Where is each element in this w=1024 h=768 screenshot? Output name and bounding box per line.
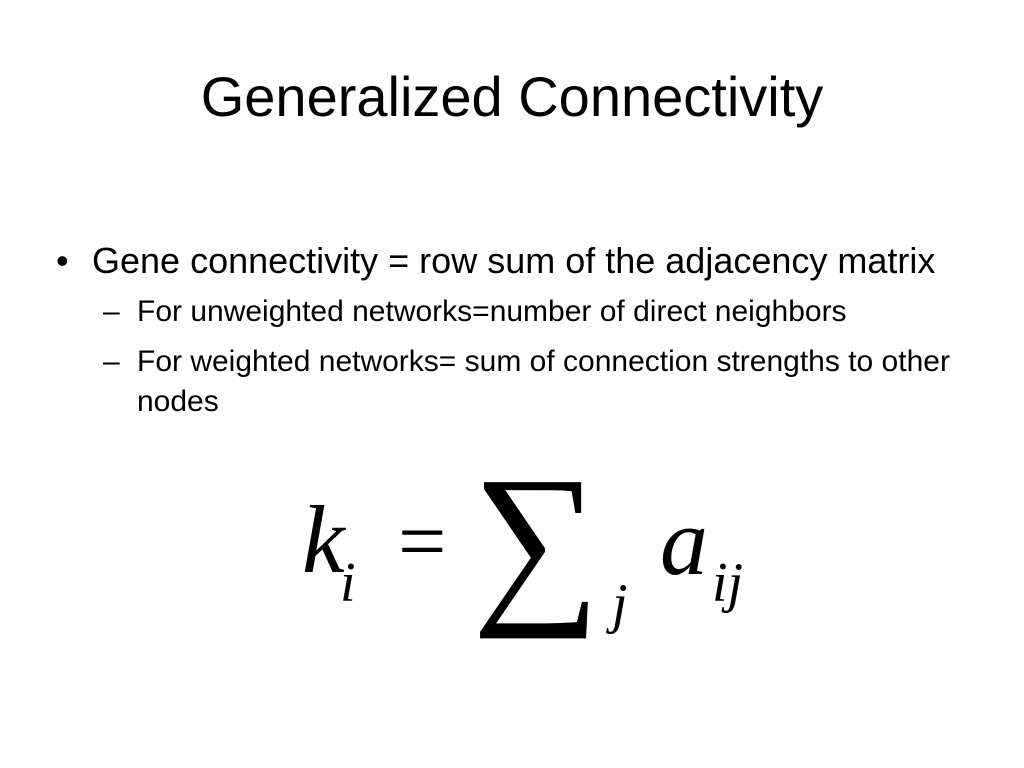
formula-subscript-i: i xyxy=(340,552,356,614)
summation-icon: ∑ xyxy=(472,440,601,639)
slide-title: Generalized Connectivity xyxy=(200,65,824,128)
sub-bullet-text: For weighted networks= sum of connection… xyxy=(137,345,950,418)
bullet-item: • Gene connectivity = row sum of the adj… xyxy=(56,238,996,284)
sub-bullet-list: – For unweighted networks=number of dire… xyxy=(56,292,996,422)
sub-bullet-text: For unweighted networks=number of direct… xyxy=(137,295,847,328)
bullet-text: Gene connectivity = row sum of the adjac… xyxy=(92,240,936,281)
formula-a: a xyxy=(660,488,708,595)
bullet-list: • Gene connectivity = row sum of the adj… xyxy=(56,238,996,432)
connectivity-formula: k i = ∑ j a ij xyxy=(300,450,800,660)
sub-bullet-marker: – xyxy=(103,295,120,328)
formula-equals: = xyxy=(398,493,447,589)
sub-bullet-item: – For unweighted networks=number of dire… xyxy=(103,292,996,332)
formula-sum-index-j: j xyxy=(612,573,628,635)
formula-k: k xyxy=(302,486,345,593)
bullet-marker: • xyxy=(56,240,69,281)
sub-bullet-marker: – xyxy=(103,345,120,378)
formula-subscript-ij: ij xyxy=(712,552,744,614)
sub-bullet-item: – For weighted networks= sum of connecti… xyxy=(103,342,996,422)
